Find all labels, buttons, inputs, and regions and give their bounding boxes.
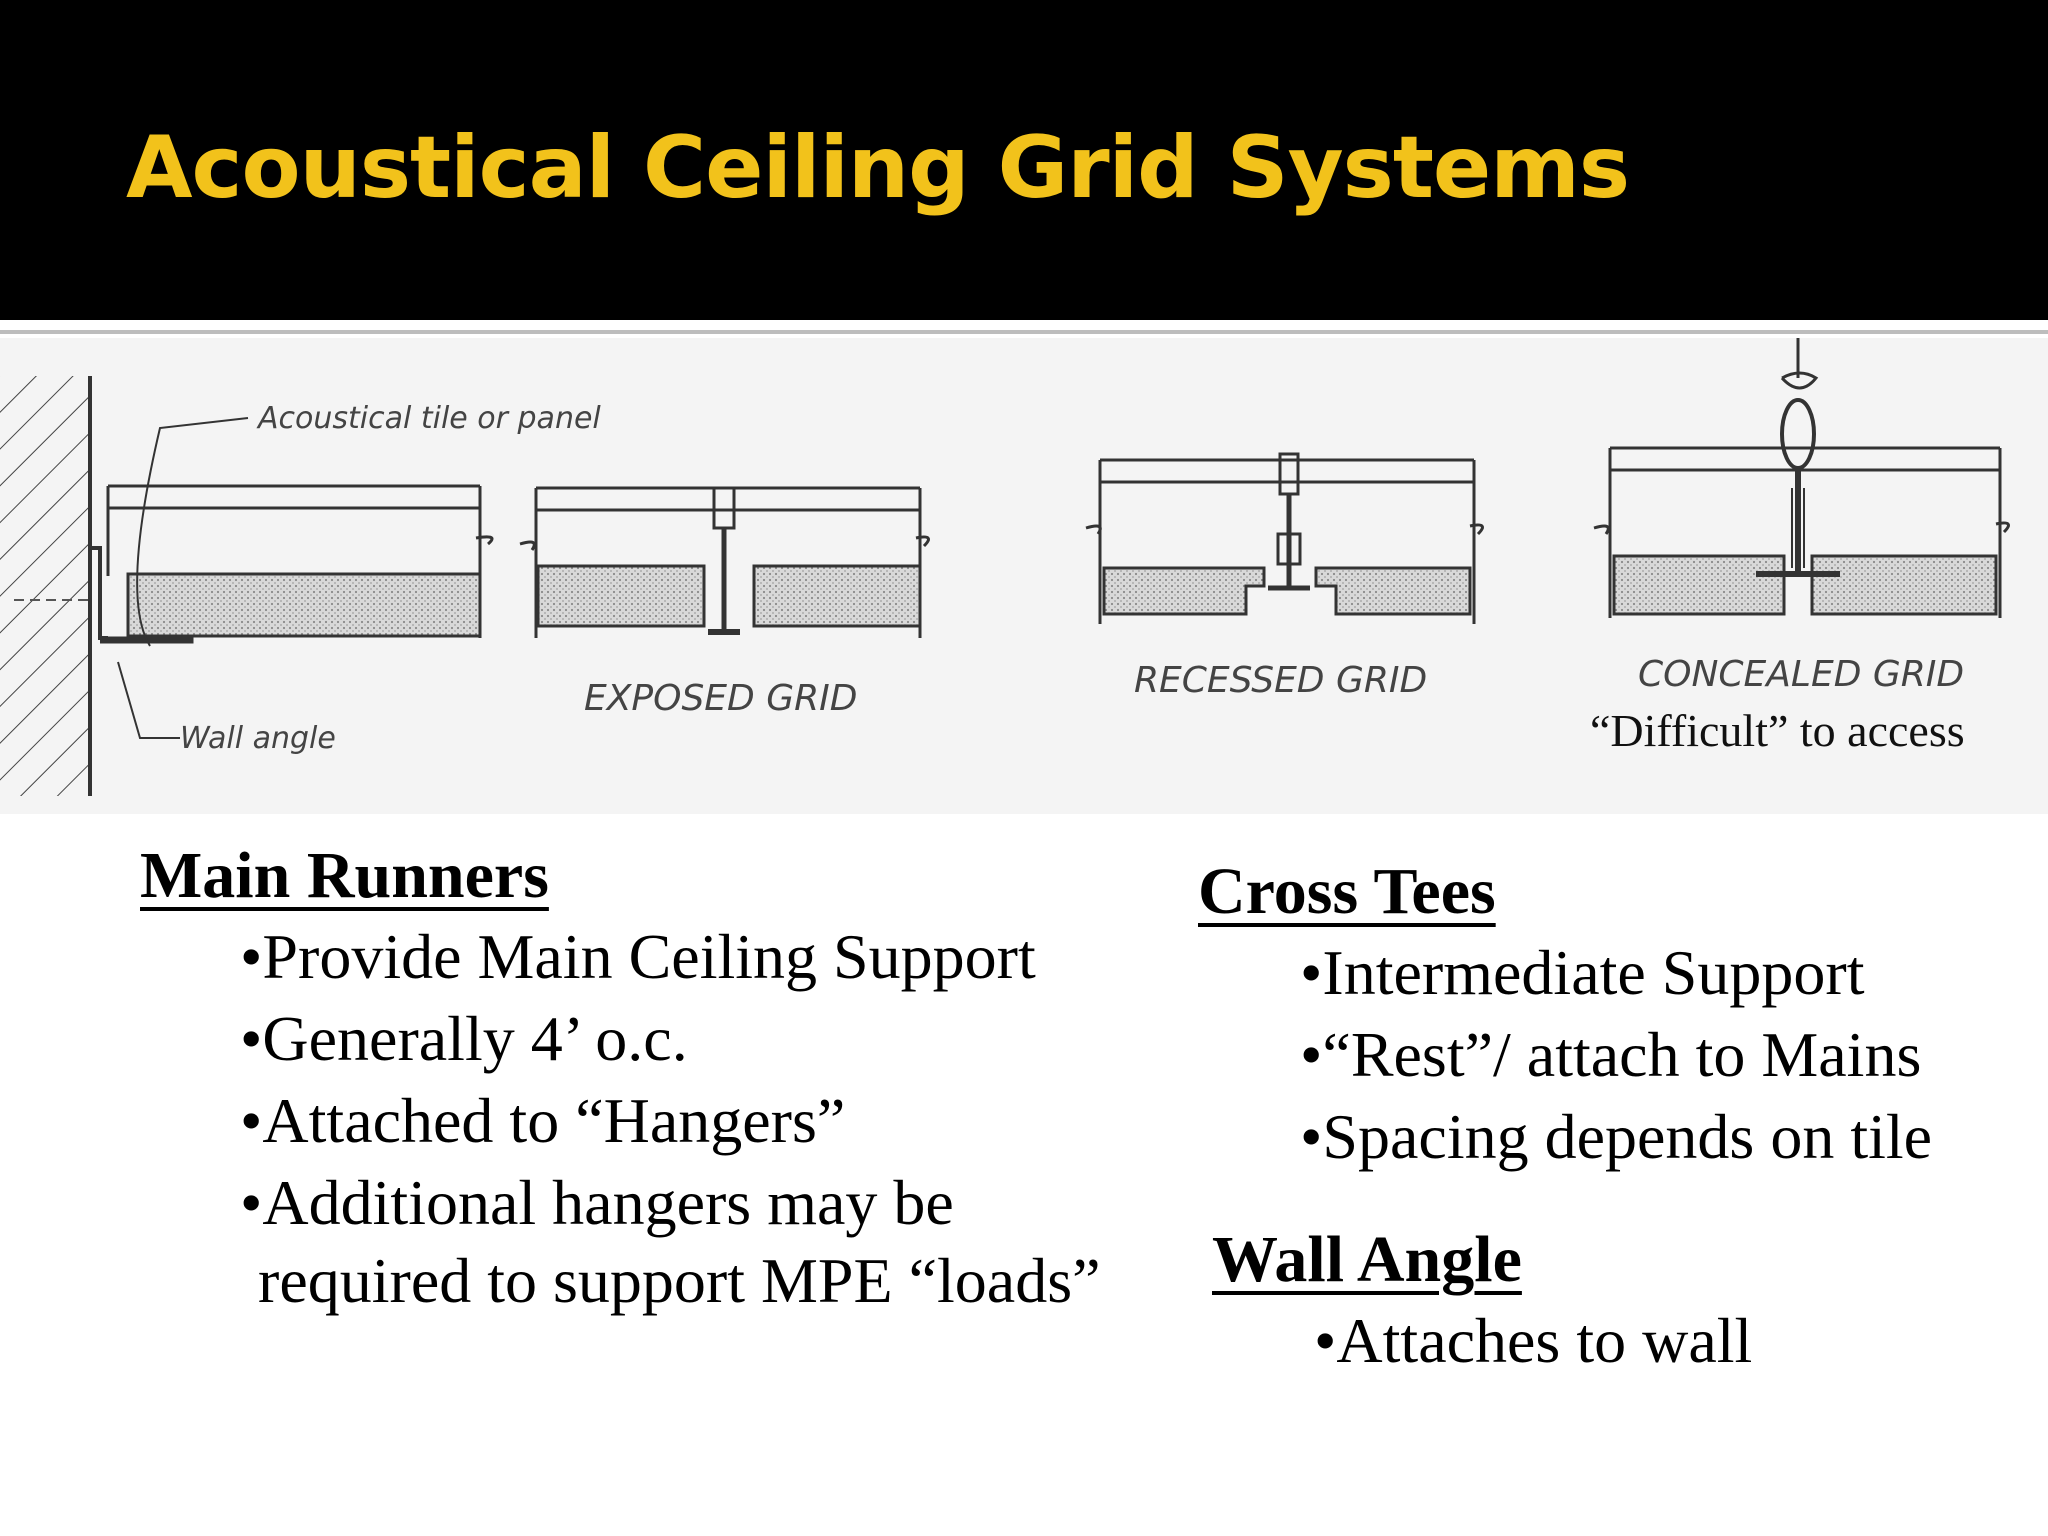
slide-title: Acoustical Ceiling Grid Systems (126, 118, 1630, 218)
concealed-grid-label: CONCEALED GRID (1638, 654, 1964, 695)
cross-tees-heading: Cross Tees (1198, 855, 1496, 928)
list-item: Spacing depends on tile (1300, 1096, 1932, 1178)
list-item: Attached to “Hangers” (240, 1080, 1036, 1162)
exposed-grid-diagram: EXPOSED GRID (519, 486, 930, 719)
cross-tees-list: Intermediate Support “Rest”/ attach to M… (1300, 932, 1932, 1178)
concealed-grid-diagram: CONCEALED GRID “Difficult” to access (1590, 338, 2010, 756)
main-runners-continuation: required to support MPE “loads” (258, 1245, 1101, 1316)
list-item: “Rest”/ attach to Mains (1300, 1014, 1932, 1096)
recessed-grid-label: RECESSED GRID (1134, 660, 1427, 701)
list-item: Attaches to wall (1314, 1300, 1752, 1382)
list-item: Additional hangers may be (240, 1162, 1036, 1244)
main-runners-list: Provide Main Ceiling Support Generally 4… (240, 916, 1036, 1244)
ceiling-grid-diagram: Acoustical tile or panel Wall angle EXPO… (0, 338, 2048, 814)
main-runners-heading: Main Runners (140, 839, 549, 912)
wall-angle-assembly: Acoustical tile or panel Wall angle (100, 401, 601, 756)
exposed-grid-label: EXPOSED GRID (584, 678, 857, 719)
title-bar: Acoustical Ceiling Grid Systems (0, 0, 2048, 320)
recessed-grid-diagram: RECESSED GRID (1085, 452, 1484, 701)
wall-angle-list: Attaches to wall (1314, 1300, 1752, 1382)
list-item: Intermediate Support (1300, 932, 1932, 1014)
tile-label: Acoustical tile or panel (256, 401, 601, 436)
wall-angle-label: Wall angle (180, 721, 336, 756)
divider-rule (0, 330, 2048, 334)
wall-section (0, 376, 108, 796)
list-item: Provide Main Ceiling Support (240, 916, 1035, 998)
concealed-note: “Difficult” to access (1590, 705, 1965, 756)
wall-angle-heading: Wall Angle (1212, 1223, 1522, 1296)
list-item: Generally 4’ o.c. (240, 998, 1036, 1080)
